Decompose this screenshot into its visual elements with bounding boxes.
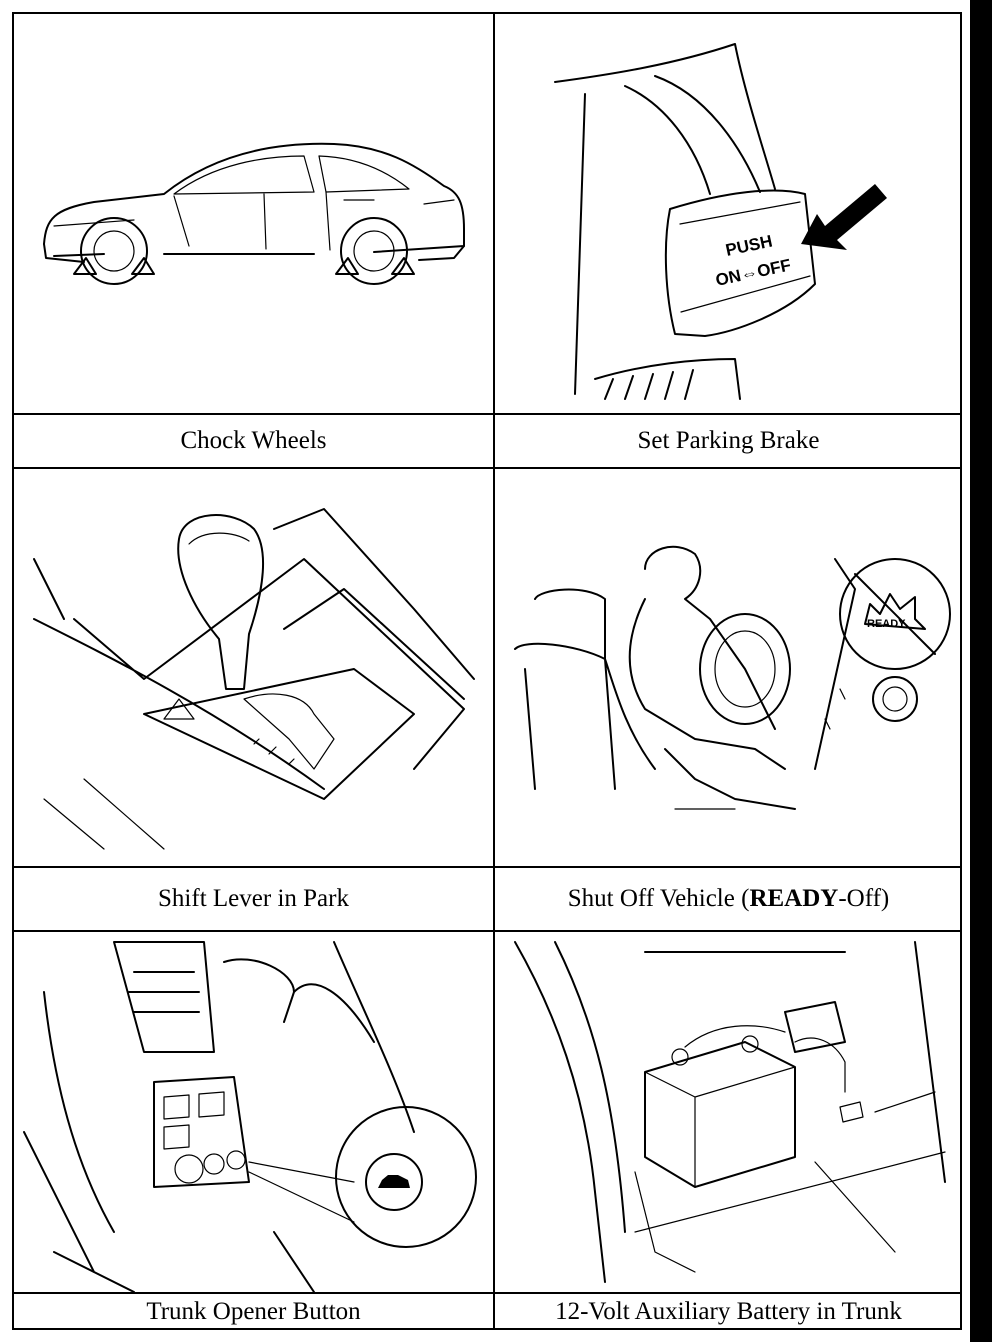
shut-off-vehicle-illustration: READY [495,469,962,866]
parking-brake-illustration: PUSH ON⇔OFF [495,14,962,413]
ready-indicator-label: READY [867,618,906,630]
ready-indicator-icon [839,558,951,670]
caption-trunk-opener: Trunk Opener Button [146,1298,361,1325]
trunk-button-callout [335,1106,477,1248]
caption-auxiliary-battery: 12-Volt Auxiliary Battery in Trunk [555,1298,902,1325]
caption-chock-wheels: Chock Wheels [180,427,327,454]
trunk-opener-illustration [14,932,493,1292]
caption-shut-off-vehicle: Shut Off Vehicle (READY-Off) [567,885,890,912]
caption-parking-brake: Set Parking Brake [637,427,820,454]
column-divider [493,12,495,1330]
chock-wheels-illustration [14,14,493,413]
pedal-label-push: PUSH [724,232,774,260]
right-edge-bar [970,0,992,1342]
auxiliary-battery-illustration [495,932,962,1292]
caption-shift-lever: Shift Lever in Park [158,885,349,912]
trunk-opener-icon [365,1153,423,1211]
figure-grid-frame [12,12,962,1330]
row-divider [12,866,962,868]
power-button-icon [872,676,918,722]
row-divider [12,467,962,469]
row-divider [12,1292,962,1294]
battery-icon [644,1041,796,1188]
row-divider [12,413,962,415]
row-divider [12,930,962,932]
arrow-icon [801,184,887,250]
shift-lever-illustration [14,469,493,866]
